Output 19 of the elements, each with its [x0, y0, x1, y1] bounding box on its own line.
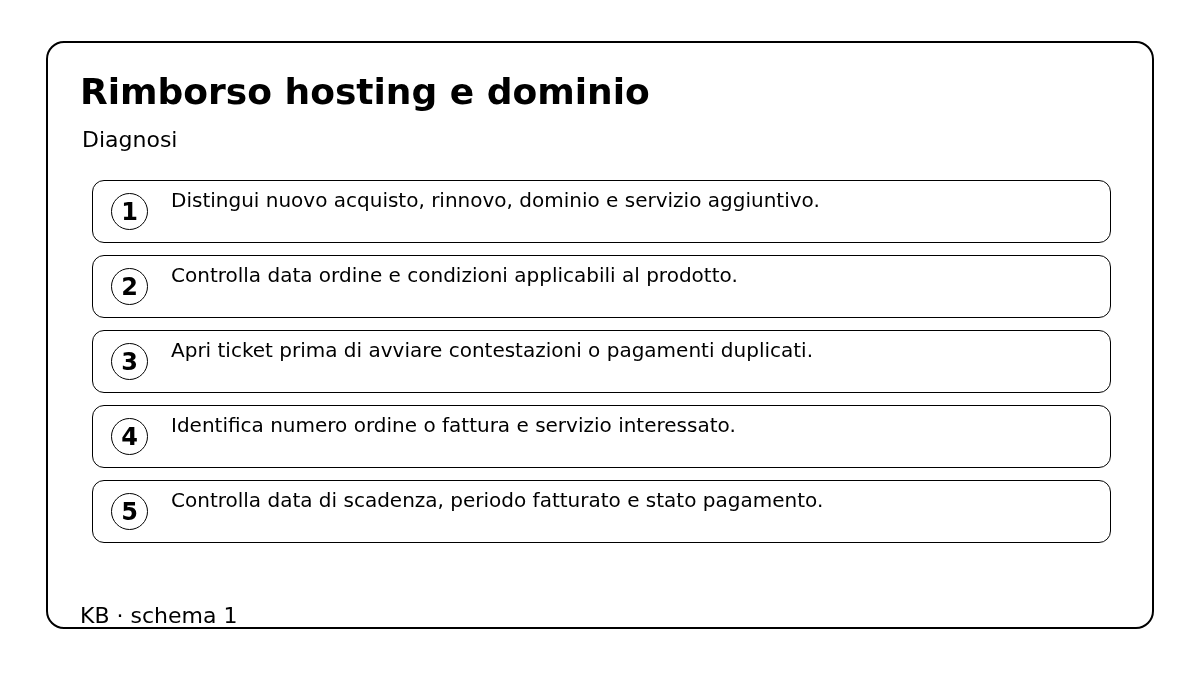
step-box [92, 330, 1111, 393]
step-box [92, 480, 1111, 543]
step-number: 1 [121, 197, 138, 226]
step-number: 5 [121, 497, 138, 526]
step-text: Identifica numero ordine o fattura e servizio interessato. [171, 413, 736, 437]
subtitle: Diagnosi [82, 127, 178, 152]
step-box [92, 405, 1111, 468]
step-text: Controlla data ordine e condizioni applicabili al prodotto. [171, 263, 738, 287]
step-text: Controlla data di scadenza, periodo fatturato e stato pagamento. [171, 488, 824, 512]
card [46, 41, 1154, 629]
footer-text: KB · schema 1 [80, 603, 238, 628]
title: Rimborso hosting e dominio [80, 71, 650, 112]
step-number: 4 [121, 422, 138, 451]
step-box [92, 180, 1111, 243]
step-text: Distingui nuovo acquisto, rinnovo, dominio e servizio aggiuntivo. [171, 188, 820, 212]
step-box [92, 255, 1111, 318]
step-number: 2 [121, 272, 138, 301]
step-text: Apri ticket prima di avviare contestazioni o pagamenti duplicati. [171, 338, 813, 362]
step-number: 3 [121, 347, 138, 376]
